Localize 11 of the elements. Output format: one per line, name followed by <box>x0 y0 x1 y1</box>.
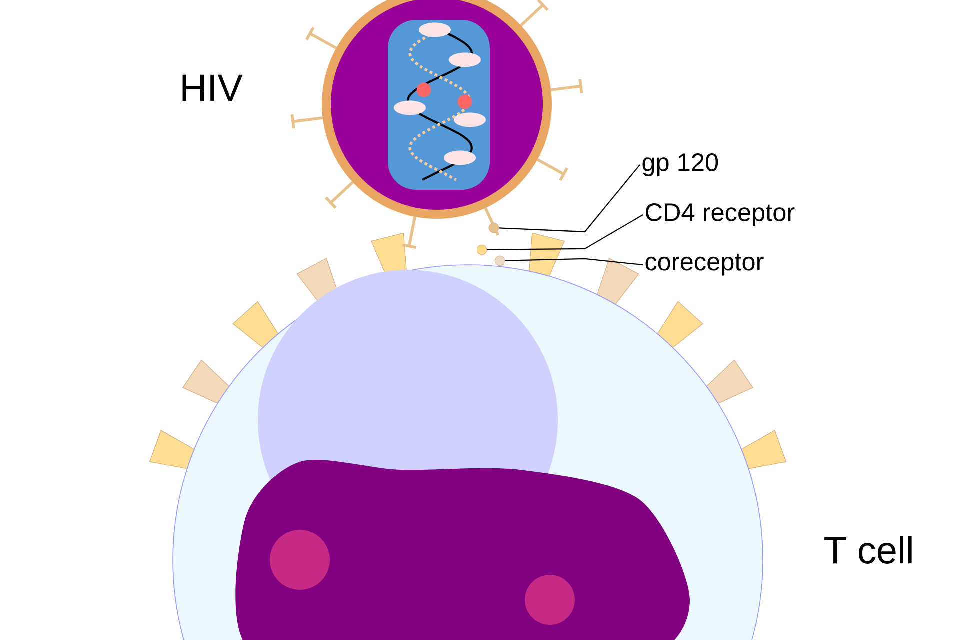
part-label: coreceptor <box>646 254 764 276</box>
part-label: CD4 receptor <box>646 204 795 226</box>
spike-knob <box>488 222 500 234</box>
cell-label: T cell <box>824 536 912 564</box>
leader-line <box>487 214 644 250</box>
receptor-cone <box>494 256 506 266</box>
receptor-cone <box>476 244 488 256</box>
part-label: gp 120 <box>642 154 718 176</box>
leader-line <box>499 164 640 233</box>
leader-line <box>505 258 644 266</box>
cell-label: HIV <box>182 74 243 102</box>
